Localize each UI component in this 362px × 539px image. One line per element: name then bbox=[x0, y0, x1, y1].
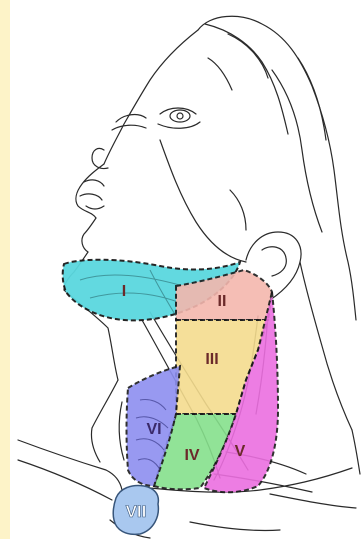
level-iii-label: III bbox=[205, 351, 218, 368]
level-vii-label: VII bbox=[126, 502, 147, 521]
level-i-label: I bbox=[122, 283, 126, 300]
level-v-label: V bbox=[235, 443, 246, 460]
level-iv-label: IV bbox=[184, 447, 199, 464]
level-vi-label: VI bbox=[146, 421, 161, 438]
level-ii-label: II bbox=[218, 293, 227, 310]
